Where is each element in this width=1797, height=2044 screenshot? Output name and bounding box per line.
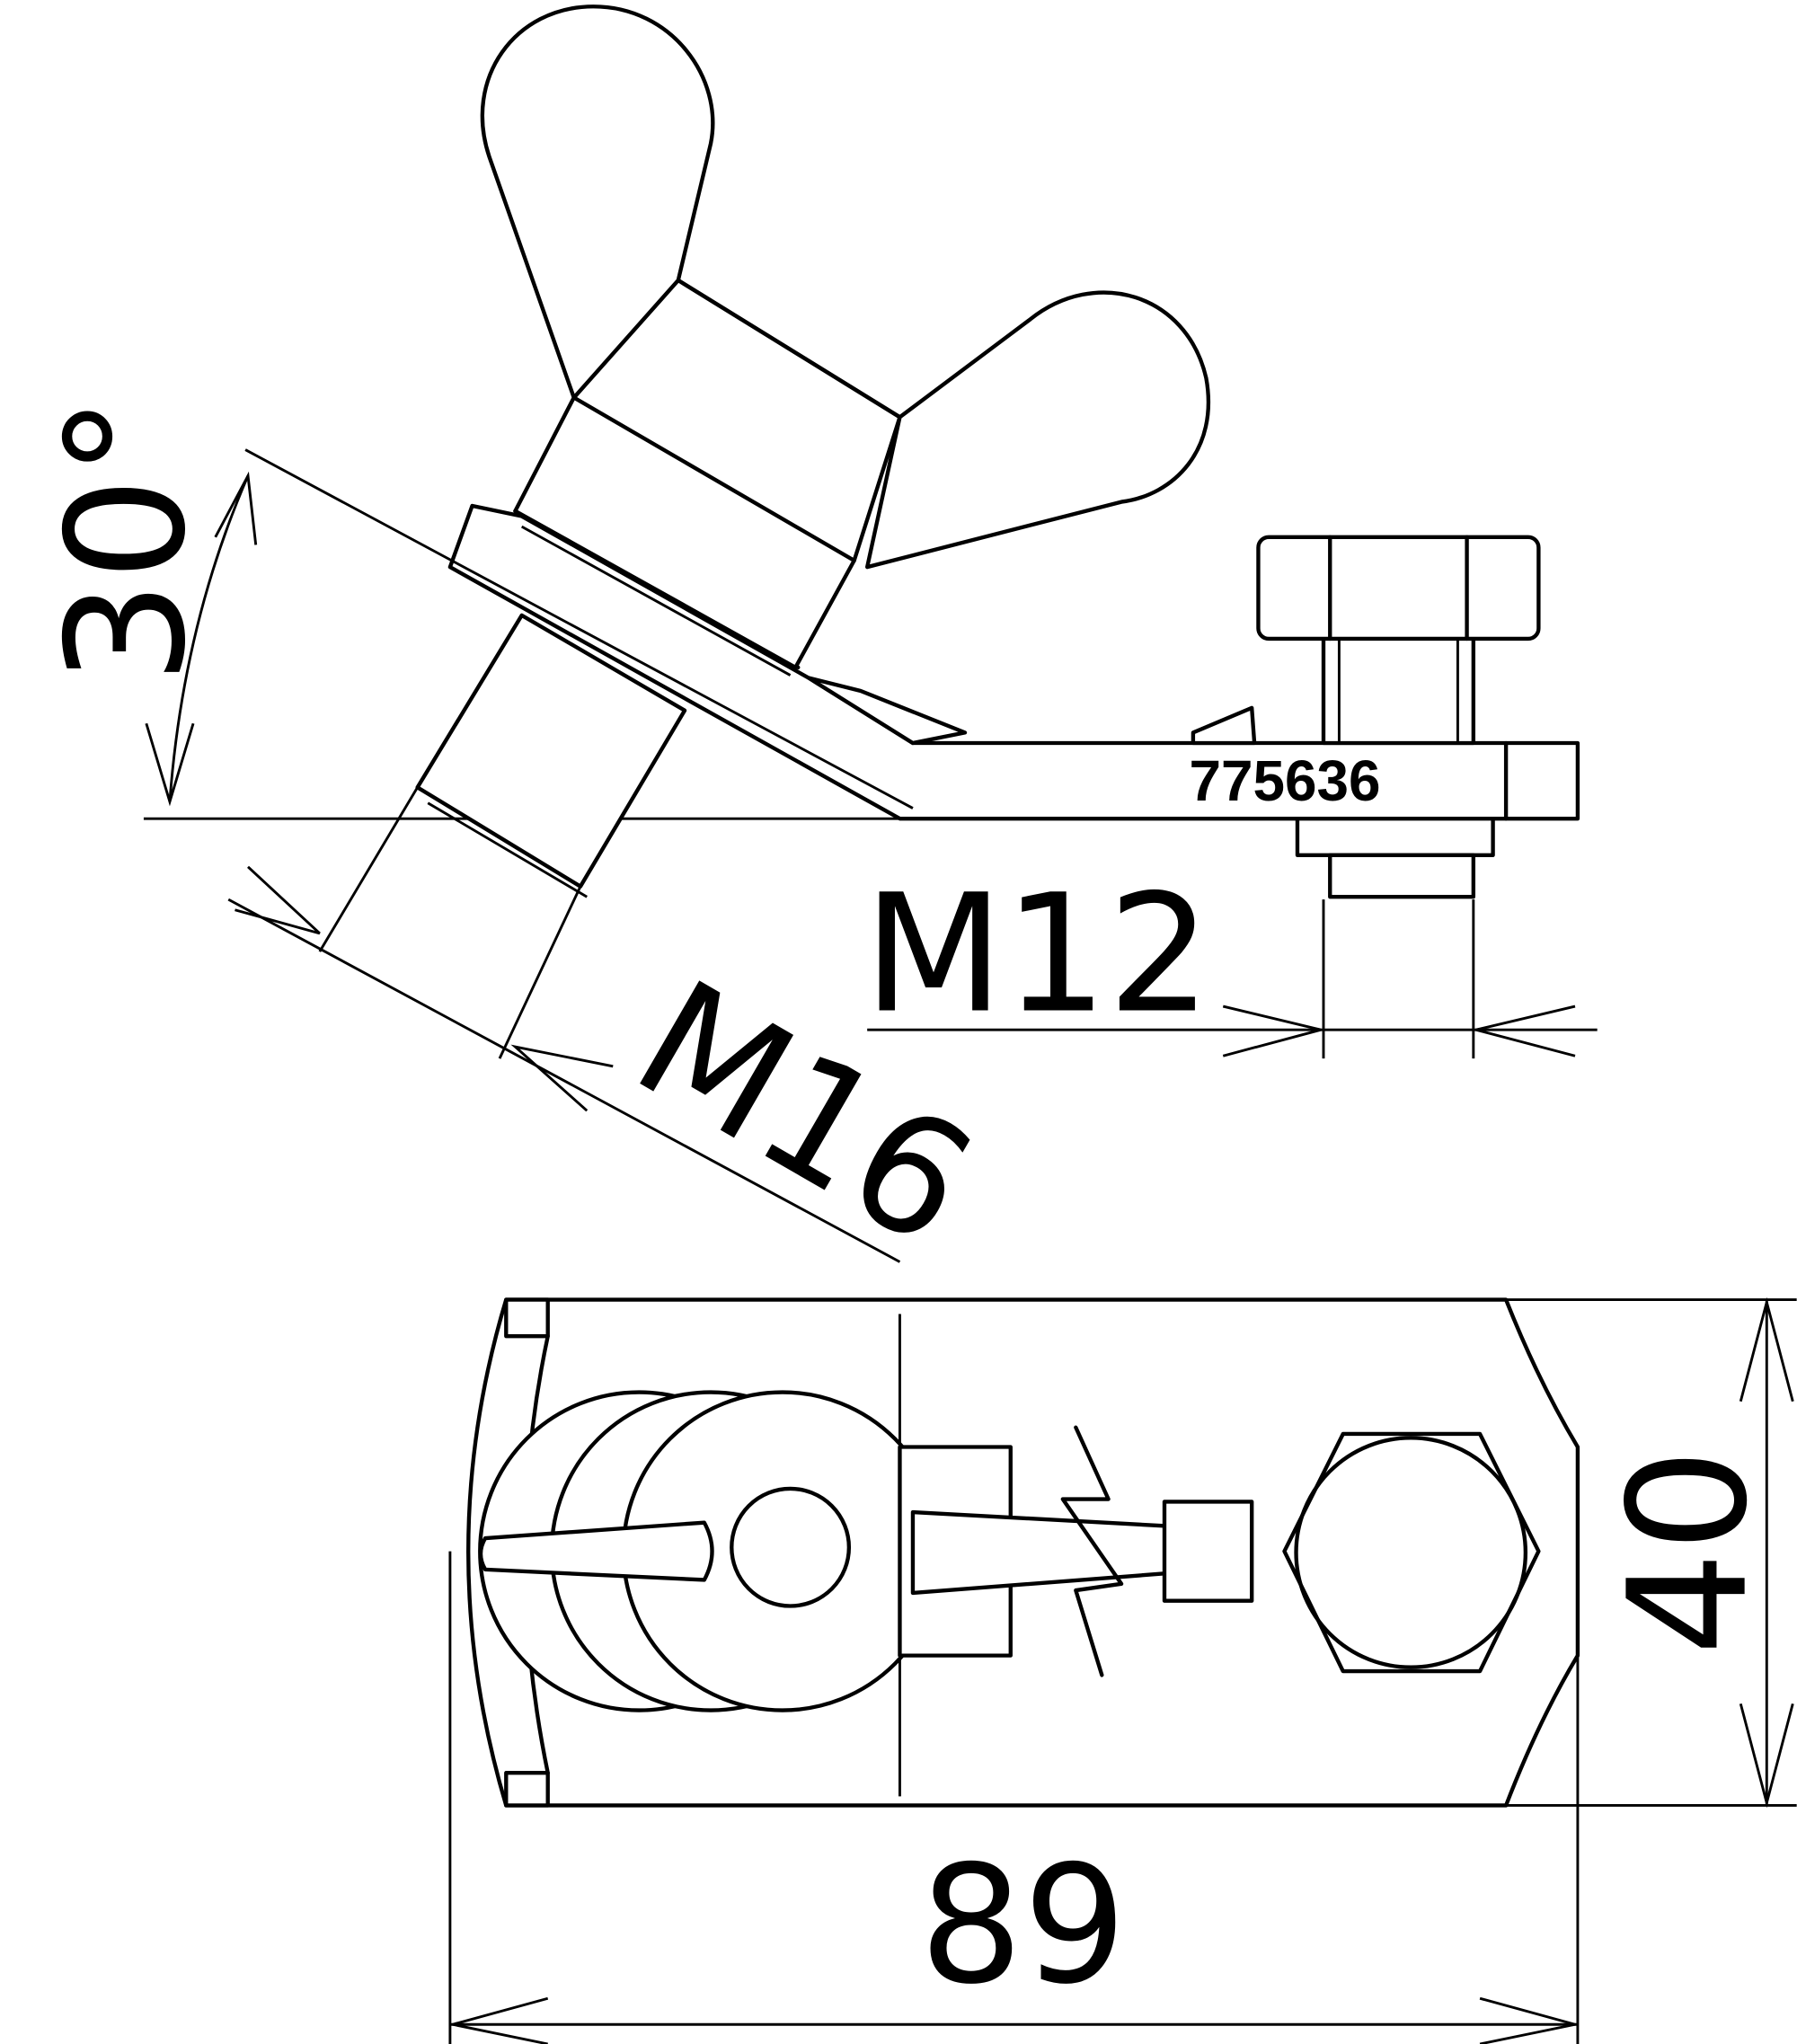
wing-left (480, 4, 715, 400)
thread-line (427, 801, 588, 898)
lower-nut (1295, 816, 1495, 857)
width-label: 40 (1594, 1448, 1784, 1656)
m16-extension-line (318, 786, 419, 952)
wing-bolt-thread (415, 613, 687, 889)
side-view: 775636 30° M16 M12 (31, 4, 1598, 1283)
m16-extension-line (498, 885, 582, 1059)
bolt-stub (1328, 853, 1476, 899)
arrow-icon (235, 865, 614, 1112)
wing-nut-band2 (676, 278, 902, 420)
m16-dimension-line (227, 898, 901, 1263)
plate-washer-edge2 (520, 525, 792, 677)
arrow-icon (145, 471, 258, 807)
arrow-icon (1222, 1004, 1576, 1057)
arrow-icon (452, 1996, 1576, 2044)
hex-bolt-shank (1321, 633, 1476, 746)
link-block (1162, 1500, 1254, 1603)
corner-notch (504, 1771, 550, 1808)
plate-lug (1191, 705, 1257, 746)
wing-top (478, 1520, 714, 1582)
wing-nut-band (571, 395, 856, 563)
bolt-hole (730, 1486, 852, 1608)
break-symbol (1060, 1425, 1124, 1677)
angle-extension-line (244, 448, 914, 810)
corner-notch (504, 1297, 550, 1339)
m12-label: M12 (863, 859, 1211, 1049)
plate-ramp (806, 676, 968, 746)
wing-right (865, 290, 1211, 570)
part-number: 775636 (1190, 748, 1381, 813)
top-view: 40 89 (448, 1296, 1797, 2044)
length-label: 89 (919, 1830, 1127, 2020)
hex-bolt-top (1282, 1431, 1541, 1674)
hex-bolt-head (1256, 535, 1541, 642)
hex-bolt-washer (1294, 1436, 1528, 1669)
angle-label: 30° (31, 395, 221, 684)
angle-dimension-arc (168, 474, 250, 802)
arrow-icon (1739, 1296, 1794, 1809)
